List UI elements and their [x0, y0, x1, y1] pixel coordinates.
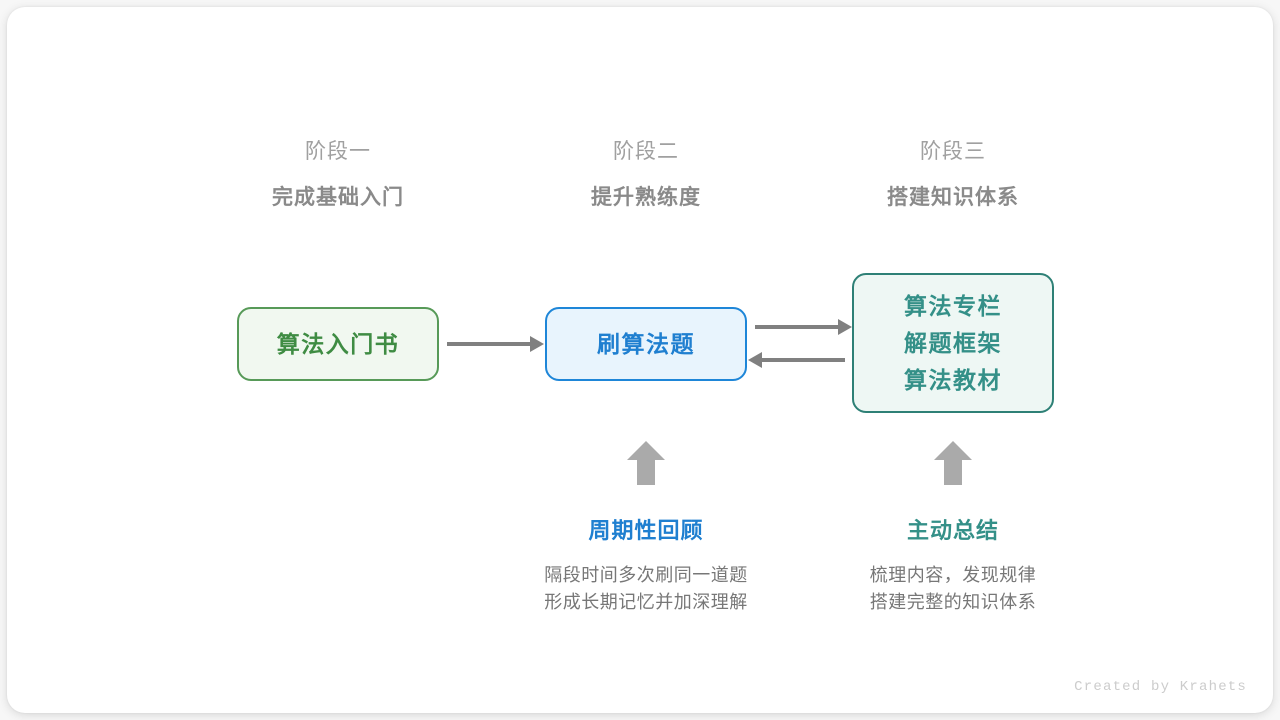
note-periodic-review-title: 周期性回顾 — [588, 518, 704, 543]
arrow-up-review-head — [627, 441, 665, 460]
stage-number-2: 阶段二 — [613, 140, 679, 163]
arrow-blue-to-teal-icon — [755, 319, 852, 335]
node-practice-problems[interactable]: 刷算法题 — [545, 307, 747, 381]
node-knowledge-line-3: 算法教材 — [904, 366, 1002, 393]
note-active-summary-desc-line-2: 搭建完整的知识体系 — [869, 592, 1037, 612]
arrow-green-to-blue-icon — [447, 336, 544, 352]
node-intro-book[interactable]: 算法入门书 — [237, 307, 439, 381]
arrow-up-summary-icon — [934, 441, 972, 485]
node-knowledge-line-2: 解题框架 — [904, 329, 1002, 356]
arrow-teal-to-blue-icon — [748, 352, 845, 368]
note-periodic-review: 周期性回顾 隔段时间多次刷同一道题 形成长期记忆并加深理解 — [506, 516, 786, 616]
stage-heading-1: 阶段一 完成基础入门 — [218, 137, 458, 213]
stage-number-3: 阶段三 — [920, 140, 986, 163]
stage-title-1: 完成基础入门 — [272, 186, 404, 209]
arrow-up-review-shaft — [637, 458, 655, 485]
stage-number-1: 阶段一 — [305, 140, 371, 163]
note-active-summary: 主动总结 梳理内容，发现规律 搭建完整的知识体系 — [813, 516, 1093, 616]
stage-heading-2: 阶段二 提升熟练度 — [526, 137, 766, 213]
diagram-card: 阶段一 完成基础入门 阶段二 提升熟练度 阶段三 搭建知识体系 算法入门书 刷算… — [7, 7, 1273, 713]
node-knowledge-line-1: 算法专栏 — [904, 292, 1002, 319]
stage-heading-3: 阶段三 搭建知识体系 — [833, 137, 1073, 213]
note-active-summary-title: 主动总结 — [906, 518, 999, 543]
arrow-up-summary-shaft — [944, 458, 962, 485]
note-periodic-review-desc-line-1: 隔段时间多次刷同一道题 — [544, 565, 748, 585]
stage-title-2: 提升熟练度 — [591, 186, 701, 209]
credit-text: Created by Krahets — [1074, 679, 1247, 695]
note-active-summary-desc: 梳理内容，发现规律 搭建完整的知识体系 — [813, 562, 1093, 616]
stage-title-3: 搭建知识体系 — [887, 186, 1019, 209]
arrow-up-summary-head — [934, 441, 972, 460]
node-knowledge-resources[interactable]: 算法专栏 解题框架 算法教材 — [852, 273, 1054, 413]
note-active-summary-desc-line-1: 梳理内容，发现规律 — [869, 565, 1037, 585]
note-periodic-review-desc: 隔段时间多次刷同一道题 形成长期记忆并加深理解 — [506, 562, 786, 616]
node-practice-problems-label: 刷算法题 — [597, 330, 695, 357]
arrow-up-review-icon — [627, 441, 665, 485]
node-intro-book-label: 算法入门书 — [276, 330, 400, 357]
note-periodic-review-desc-line-2: 形成长期记忆并加深理解 — [544, 592, 748, 612]
